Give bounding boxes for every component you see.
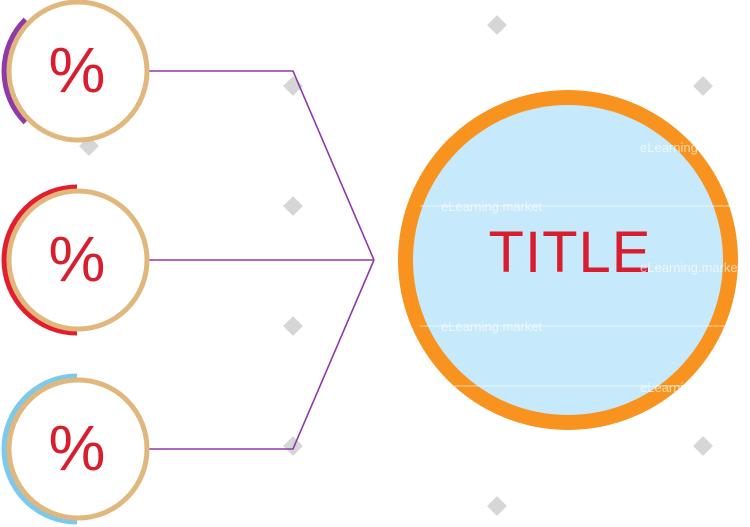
percent-circle-3 xyxy=(1,373,150,525)
diamond xyxy=(487,15,507,35)
main-circle-fill xyxy=(413,105,723,415)
percent-circle-1 xyxy=(1,0,150,143)
watermark-text: eLearning.market xyxy=(441,199,543,214)
main-circle xyxy=(398,90,738,430)
watermark-text: eLearning.market xyxy=(441,319,543,334)
diamond xyxy=(487,496,507,516)
diamond xyxy=(693,436,713,456)
percent-circle-ring xyxy=(6,0,150,143)
watermark-text: eLearning.market xyxy=(640,380,742,395)
watermark-text: eLearning.market xyxy=(640,260,742,275)
watermark-lines xyxy=(420,205,740,387)
percent-label-2: % xyxy=(48,223,106,295)
percent-circle-2 xyxy=(1,184,150,336)
percent-label-1: % xyxy=(48,34,106,106)
main-title: TITLE xyxy=(488,220,652,285)
progress-arc xyxy=(1,17,31,125)
percent-circle-ring xyxy=(6,377,150,521)
percent-circle-ring xyxy=(6,188,150,332)
diamond xyxy=(283,436,303,456)
connector-line-bottom xyxy=(148,259,375,450)
percent-label-3: % xyxy=(48,412,106,484)
diamond xyxy=(283,196,303,216)
diamond xyxy=(283,316,303,336)
connector-line-top xyxy=(148,70,375,261)
watermark-text: eLearning.market xyxy=(640,140,742,155)
diamond xyxy=(693,76,713,96)
connector-lines xyxy=(148,70,375,450)
percent-circles xyxy=(1,0,150,525)
